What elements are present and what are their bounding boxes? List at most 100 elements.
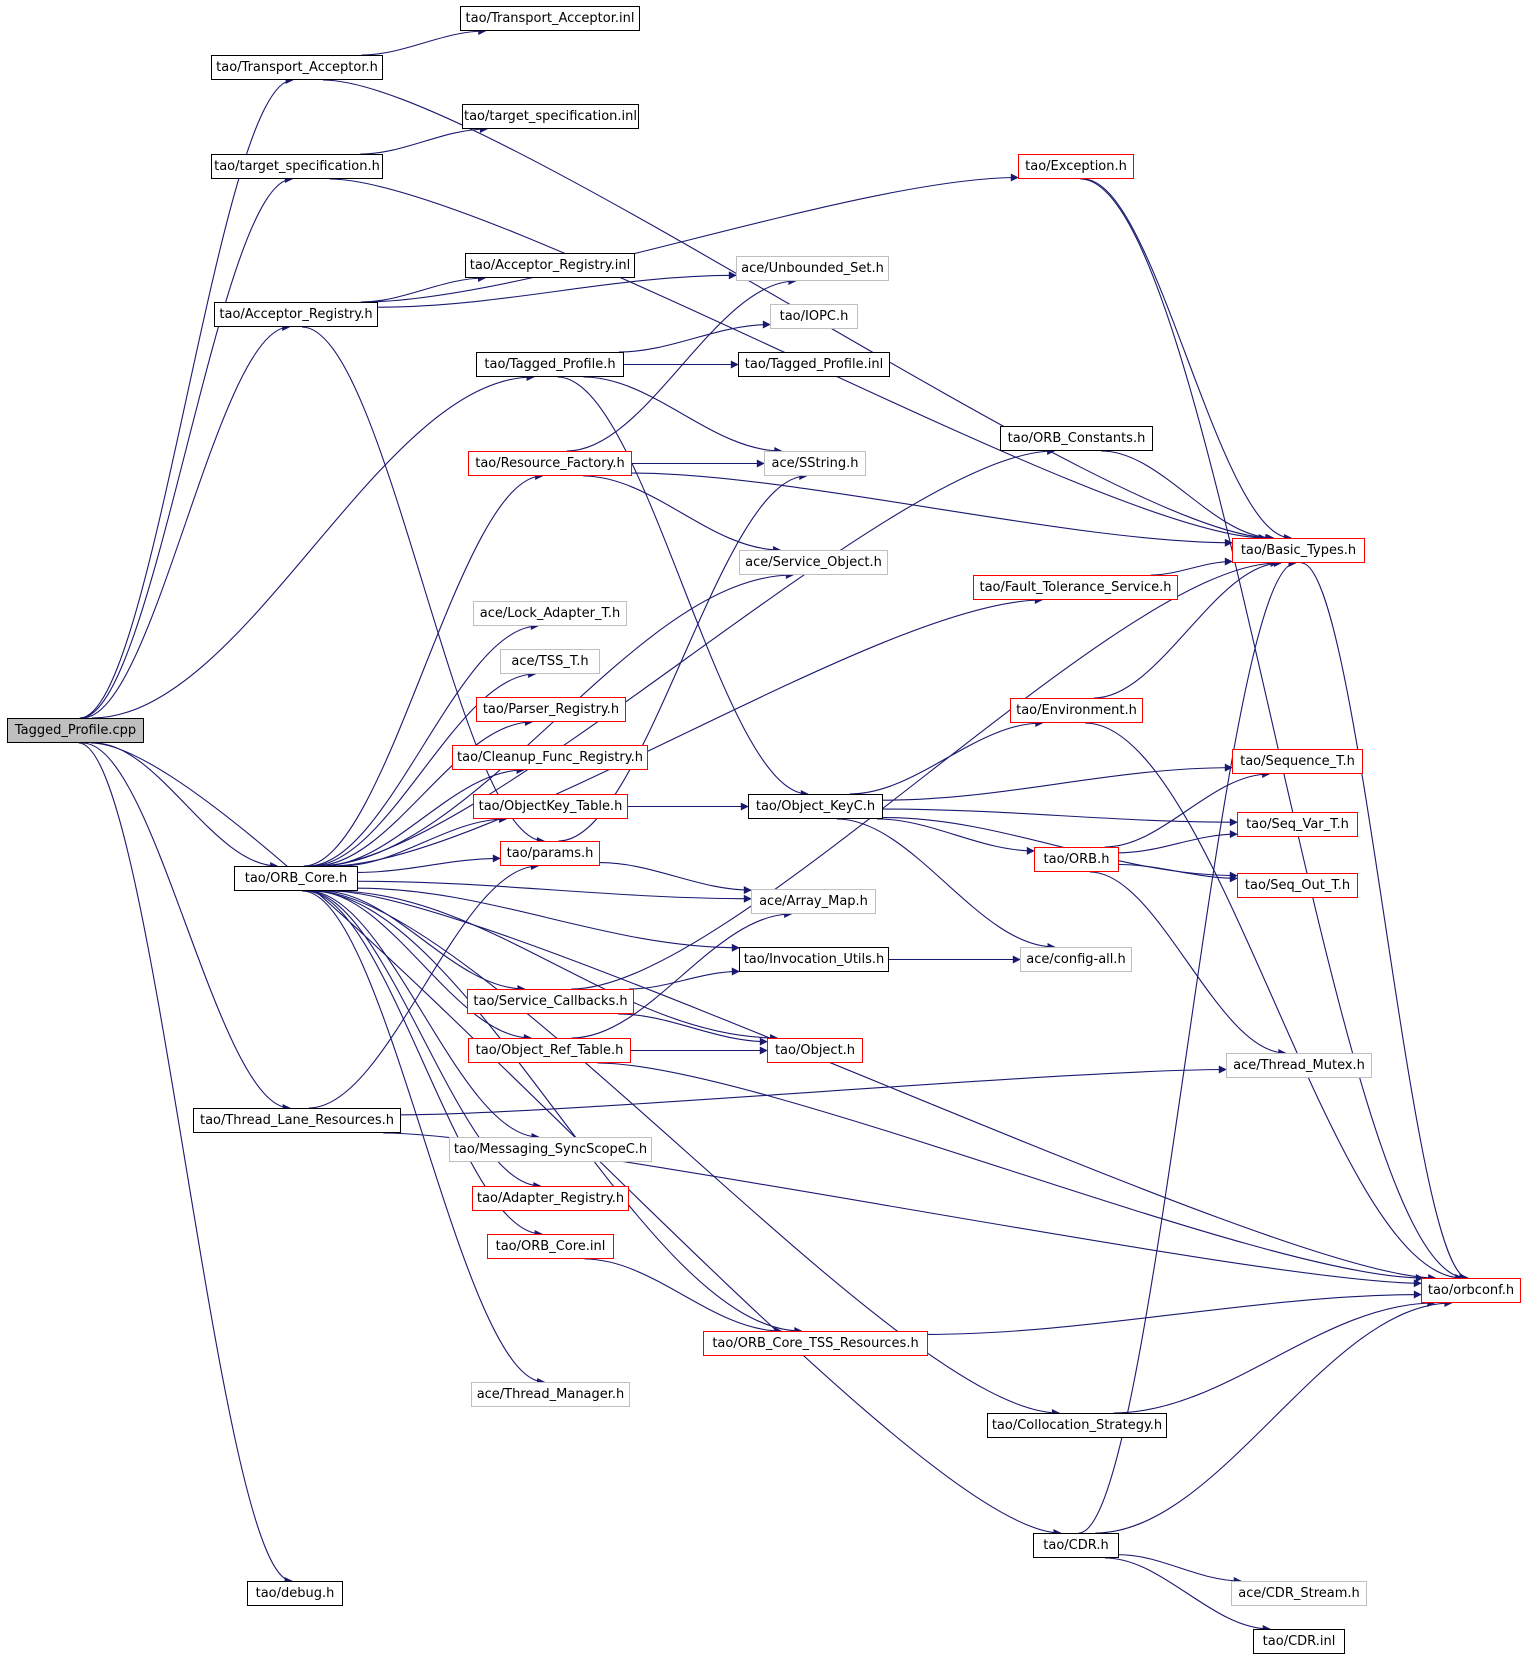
node-environment-h[interactable]: tao/Environment.h — [1010, 698, 1143, 723]
node-sequence-t-h[interactable]: tao/Sequence_T.h — [1232, 749, 1363, 774]
edge-orb-core-h-to-fault-tolerance-service-h — [329, 596, 1043, 867]
node-service-callbacks-h[interactable]: tao/Service_Callbacks.h — [467, 989, 634, 1014]
node-invocation-utils-h[interactable]: tao/Invocation_Utils.h — [739, 947, 889, 972]
edge-tagged-profile-h-to-object-keyc-h — [557, 376, 809, 798]
edge-orb-core-h-to-adapter-registry-h — [305, 890, 542, 1190]
node-cdr-inl[interactable]: tao/CDR.inl — [1253, 1629, 1345, 1654]
node-config-all-h[interactable]: ace/config-all.h — [1020, 947, 1132, 972]
edge-orb-core-h-to-invocation-utils-h — [357, 887, 740, 952]
node-lock-adapter-t-h[interactable]: ace/Lock_Adapter_T.h — [473, 601, 627, 626]
edge-fault-tolerance-service-h-to-basic-types-h — [1150, 557, 1233, 576]
edge-cdr-h-to-cdr-stream-h — [1118, 1554, 1242, 1585]
edge-orb-core-h-to-object-h — [333, 890, 779, 1042]
node-resource-factory-h[interactable]: tao/Resource_Factory.h — [468, 451, 632, 476]
node-target-specification-inl[interactable]: tao/target_specification.inl — [462, 104, 639, 129]
edge-orb-core-h-to-cleanup-func-registry-h — [322, 766, 525, 867]
edge-orb-core-inl-to-orb-core-tss-resources-h — [584, 1258, 783, 1335]
node-tagged-profile-cpp[interactable]: Tagged_Profile.cpp — [7, 718, 144, 743]
node-sstring-h[interactable]: ace/SString.h — [764, 451, 866, 476]
edge-tagged-profile-h-to-sstring-h — [583, 376, 783, 455]
edge-service-callbacks-h-to-object-h — [617, 1013, 768, 1046]
edge-orb-core-h-to-collocation-strategy-h — [313, 890, 1060, 1417]
node-params-h[interactable]: tao/params.h — [500, 841, 600, 866]
node-orb-core-tss-resources-h[interactable]: tao/ORB_Core_TSS_Resources.h — [703, 1331, 928, 1356]
node-parser-registry-h[interactable]: tao/Parser_Registry.h — [476, 697, 626, 722]
edge-orb-core-h-to-object-ref-table-h — [314, 890, 532, 1042]
edge-orb-core-h-to-lock-adapter-t-h — [307, 622, 539, 867]
edge-orb-core-h-to-parser-registry-h — [314, 718, 533, 867]
edge-orb-h-to-thread-mutex-h — [1089, 871, 1287, 1057]
node-tagged-profile-h[interactable]: tao/Tagged_Profile.h — [476, 352, 624, 377]
edge-orb-core-h-to-orb-core-tss-resources-h — [309, 890, 803, 1335]
edge-cdr-h-to-cdr-inl — [1105, 1557, 1271, 1633]
edge-orb-core-h-to-objectkey-table-h — [340, 815, 508, 867]
edge-orb-h-to-seq-out-t-h — [1118, 863, 1238, 883]
edge-tagged-profile-cpp-to-tagged-profile-h — [91, 373, 535, 719]
edge-params-h-to-sstring-h — [558, 472, 808, 842]
edge-params-h-to-array-map-h — [599, 862, 752, 895]
edge-service-callbacks-h-to-invocation-utils-h — [628, 967, 740, 990]
node-cleanup-func-registry-h[interactable]: tao/Cleanup_Func_Registry.h — [452, 745, 648, 770]
node-tss-t-h[interactable]: ace/TSS_T.h — [500, 649, 600, 674]
edge-orb-core-h-to-orb-core-inl — [304, 890, 543, 1238]
node-transport-acceptor-h[interactable]: tao/Transport_Acceptor.h — [211, 55, 383, 80]
node-thread-mutex-h[interactable]: ace/Thread_Mutex.h — [1226, 1053, 1372, 1078]
node-tagged-profile-inl[interactable]: tao/Tagged_Profile.inl — [738, 352, 890, 377]
edge-thread-lane-resources-h-to-thread-mutex-h — [400, 1065, 1227, 1116]
node-object-keyc-h[interactable]: tao/Object_KeyC.h — [748, 794, 883, 819]
node-orb-core-h[interactable]: tao/ORB_Core.h — [234, 866, 358, 891]
node-array-map-h[interactable]: ace/Array_Map.h — [751, 889, 876, 914]
node-service-object-h[interactable]: ace/Service_Object.h — [739, 550, 888, 575]
edge-exception-h-to-basic-types-h — [1083, 178, 1293, 542]
node-objectkey-table-h[interactable]: tao/ObjectKey_Table.h — [473, 794, 628, 819]
edge-orb-core-h-to-orbconf-h — [331, 890, 1437, 1282]
node-adapter-registry-h[interactable]: tao/Adapter_Registry.h — [472, 1186, 629, 1211]
node-cdr-stream-h[interactable]: ace/CDR_Stream.h — [1231, 1581, 1367, 1606]
edge-resource-factory-h-to-basic-types-h — [631, 472, 1233, 547]
edge-object-keyc-h-to-config-all-h — [836, 818, 1056, 951]
node-acceptor-registry-inl[interactable]: tao/Acceptor_Registry.inl — [465, 253, 635, 278]
edge-orb-core-h-to-array-map-h — [357, 880, 752, 903]
edge-tagged-profile-cpp-to-target-specification-h — [80, 175, 293, 719]
edge-orb-h-to-seq-var-t-h — [1118, 830, 1238, 854]
node-fault-tolerance-service-h[interactable]: tao/Fault_Tolerance_Service.h — [973, 575, 1178, 600]
node-seq-out-t-h[interactable]: tao/Seq_Out_T.h — [1237, 873, 1358, 898]
node-unbounded-set-h[interactable]: ace/Unbounded_Set.h — [736, 256, 889, 281]
node-iopc-h[interactable]: tao/IOPC.h — [770, 304, 858, 329]
edge-tagged-profile-cpp-to-thread-lane-resources-h — [82, 742, 291, 1112]
node-target-specification-h[interactable]: tao/target_specification.h — [211, 154, 383, 179]
edge-orb-core-h-to-tss-t-h — [310, 670, 537, 867]
node-acceptor-registry-h[interactable]: tao/Acceptor_Registry.h — [214, 302, 378, 327]
node-thread-manager-h[interactable]: ace/Thread_Manager.h — [471, 1382, 630, 1407]
node-collocation-strategy-h[interactable]: tao/Collocation_Strategy.h — [987, 1413, 1167, 1438]
node-orb-h[interactable]: tao/ORB.h — [1034, 847, 1119, 872]
edge-target-specification-h-to-target-specification-inl — [360, 125, 488, 155]
node-object-h[interactable]: tao/Object.h — [767, 1038, 863, 1063]
edge-service-callbacks-h-to-basic-types-h — [571, 559, 1279, 990]
edge-resource-factory-h-to-unbounded-set-h — [566, 277, 797, 452]
node-orb-constants-h[interactable]: tao/ORB_Constants.h — [1000, 426, 1153, 451]
node-object-ref-table-h[interactable]: tao/Object_Ref_Table.h — [468, 1038, 631, 1063]
edge-environment-h-to-basic-types-h — [1093, 559, 1282, 699]
node-basic-types-h[interactable]: tao/Basic_Types.h — [1232, 538, 1365, 563]
node-orb-core-inl[interactable]: tao/ORB_Core.inl — [487, 1234, 614, 1259]
edge-orb-h-to-sequence-t-h — [1104, 770, 1271, 848]
node-cdr-h[interactable]: tao/CDR.h — [1033, 1533, 1119, 1558]
node-thread-lane-resources-h[interactable]: tao/Thread_Lane_Resources.h — [193, 1108, 401, 1133]
edge-orb-core-h-to-service-callbacks-h — [321, 890, 526, 993]
node-messaging-syncscopec-h[interactable]: tao/Messaging_SyncScopeC.h — [449, 1137, 652, 1162]
edge-tagged-profile-h-to-iopc-h — [618, 320, 771, 353]
node-debug-h[interactable]: tao/debug.h — [247, 1581, 343, 1606]
edge-acceptor-registry-h-to-unbounded-set-h — [377, 271, 737, 308]
node-exception-h[interactable]: tao/Exception.h — [1018, 154, 1134, 179]
node-orbconf-h[interactable]: tao/orbconf.h — [1421, 1278, 1521, 1303]
edge-resource-factory-h-to-service-object-h — [583, 475, 782, 554]
edge-object-keyc-h-to-orb-h — [877, 818, 1035, 855]
edge-cdr-h-to-orbconf-h — [1095, 1299, 1453, 1534]
edge-object-keyc-h-to-environment-h — [849, 719, 1044, 795]
node-seq-var-t-h[interactable]: tao/Seq_Var_T.h — [1237, 812, 1358, 837]
node-transport-acceptor-inl[interactable]: tao/Transport_Acceptor.inl — [460, 6, 640, 31]
edge-orb-core-h-to-messaging-syncscopec-h — [307, 890, 540, 1141]
edge-object-keyc-h-to-sequence-t-h — [882, 763, 1233, 801]
